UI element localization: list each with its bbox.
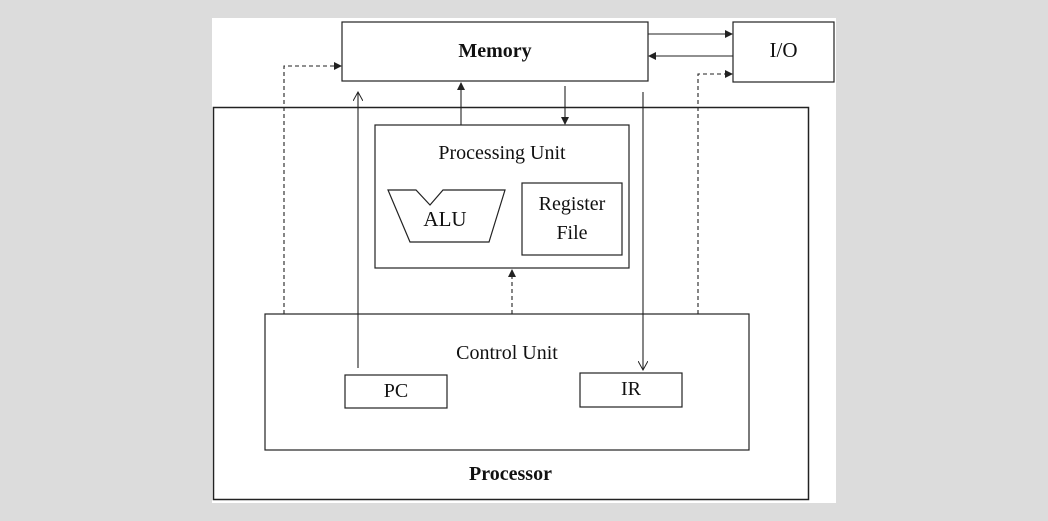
- alu-label: ALU: [423, 207, 467, 231]
- control-unit-box: [264, 313, 750, 451]
- register-file-box: [521, 182, 623, 256]
- ir-box: [579, 372, 683, 408]
- alu-shape: [387, 189, 506, 243]
- io-box: [732, 21, 835, 83]
- pc-label: PC: [383, 380, 409, 402]
- processor-label: Processor: [469, 463, 552, 485]
- ir-label: IR: [621, 378, 641, 400]
- io-label: I/O: [769, 38, 798, 62]
- processing-unit-box: [374, 124, 630, 269]
- control-unit-label: Control Unit: [456, 342, 558, 364]
- processor-box: [212, 106, 810, 501]
- memory-label: Memory: [458, 40, 532, 62]
- register-file-label-line2: File: [556, 222, 588, 244]
- processing-unit-label: Processing Unit: [438, 142, 566, 164]
- pc-box: [344, 374, 448, 409]
- register-file-label-line1: Register: [538, 193, 606, 215]
- edge-control-to-memory: [283, 62, 342, 314]
- memory-box: [341, 21, 649, 82]
- edge-control-to-io: [697, 70, 733, 314]
